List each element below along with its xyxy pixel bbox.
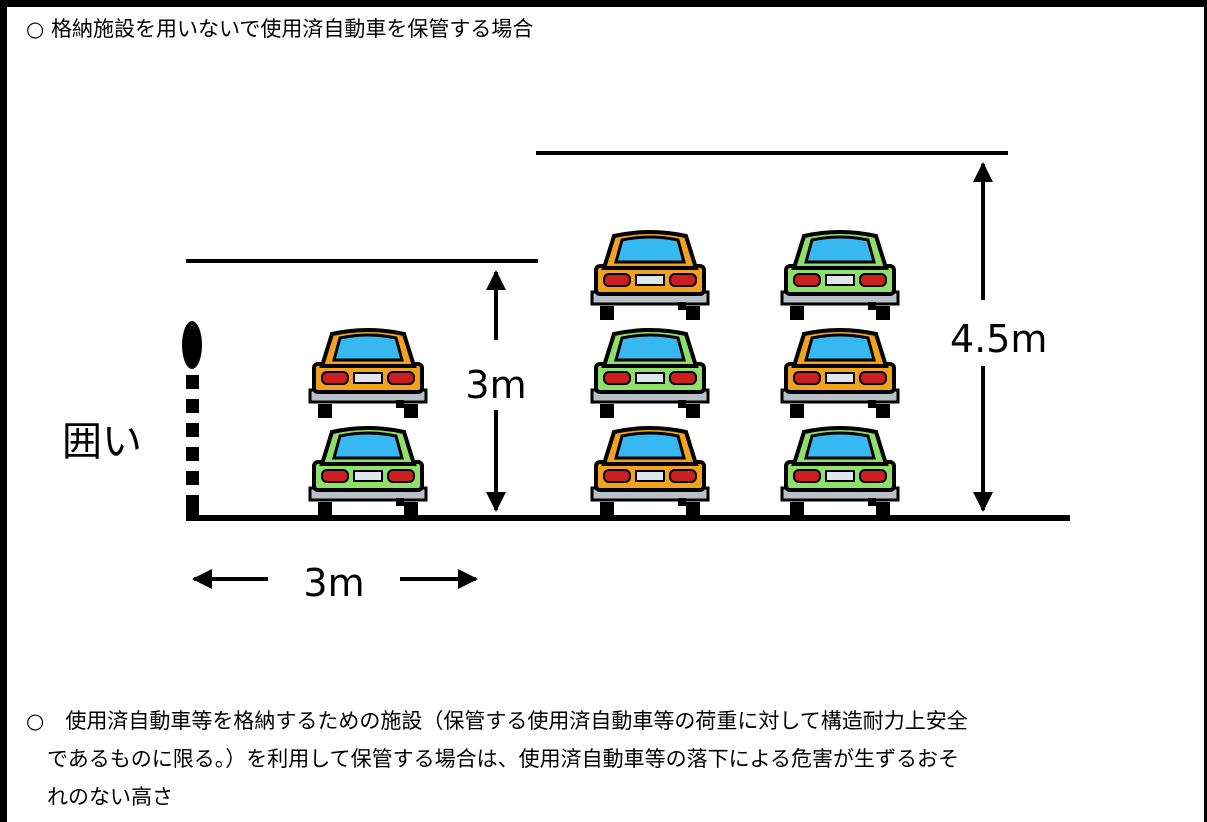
- stack-three-high-b: [780, 230, 900, 516]
- footnote-line-2: であるものに限る。）を利用して保管する場合は、使用済自動車等の落下による危害が生…: [47, 747, 960, 771]
- stack-two-high: [308, 328, 428, 516]
- stack-three-high-a: [590, 230, 710, 516]
- stack-three-high-b-car-1-green: [780, 426, 900, 516]
- height-label-3m: 3m: [465, 363, 526, 407]
- stack-three-high-a-car-1-orange: [590, 426, 710, 516]
- footnote: ○ 使用済自動車等を格納するための施設（保管する使用済自動車等の荷重に対して構造…: [26, 702, 1186, 816]
- fence-label: 囲い: [62, 419, 142, 465]
- footnote-line-1: ○ 使用済自動車等を格納するための施設（保管する使用済自動車等の荷重に対して構造…: [26, 709, 968, 733]
- stack-three-high-a-car-2-green: [590, 328, 710, 418]
- stack-two-high-car-1-green: [308, 426, 428, 516]
- storage-height-diagram: 囲い 3m 4.5m 3m: [62, 151, 1070, 605]
- stack-two-high-car-2-orange: [308, 328, 428, 418]
- stack-three-high-b-car-2-orange: [780, 328, 900, 418]
- width-label-3m: 3m: [303, 561, 364, 605]
- stack-three-high-b-car-3-green: [780, 230, 900, 320]
- footnote-line-3: れのない高さ: [47, 785, 173, 809]
- height-label-4-5m: 4.5m: [950, 317, 1047, 361]
- fence-post: [182, 321, 202, 517]
- section-heading: ○ 格納施設を用いないで使用済自動車を保管する場合: [26, 17, 534, 41]
- stack-three-high-a-car-3-orange: [590, 230, 710, 320]
- car-stacks: [308, 230, 900, 516]
